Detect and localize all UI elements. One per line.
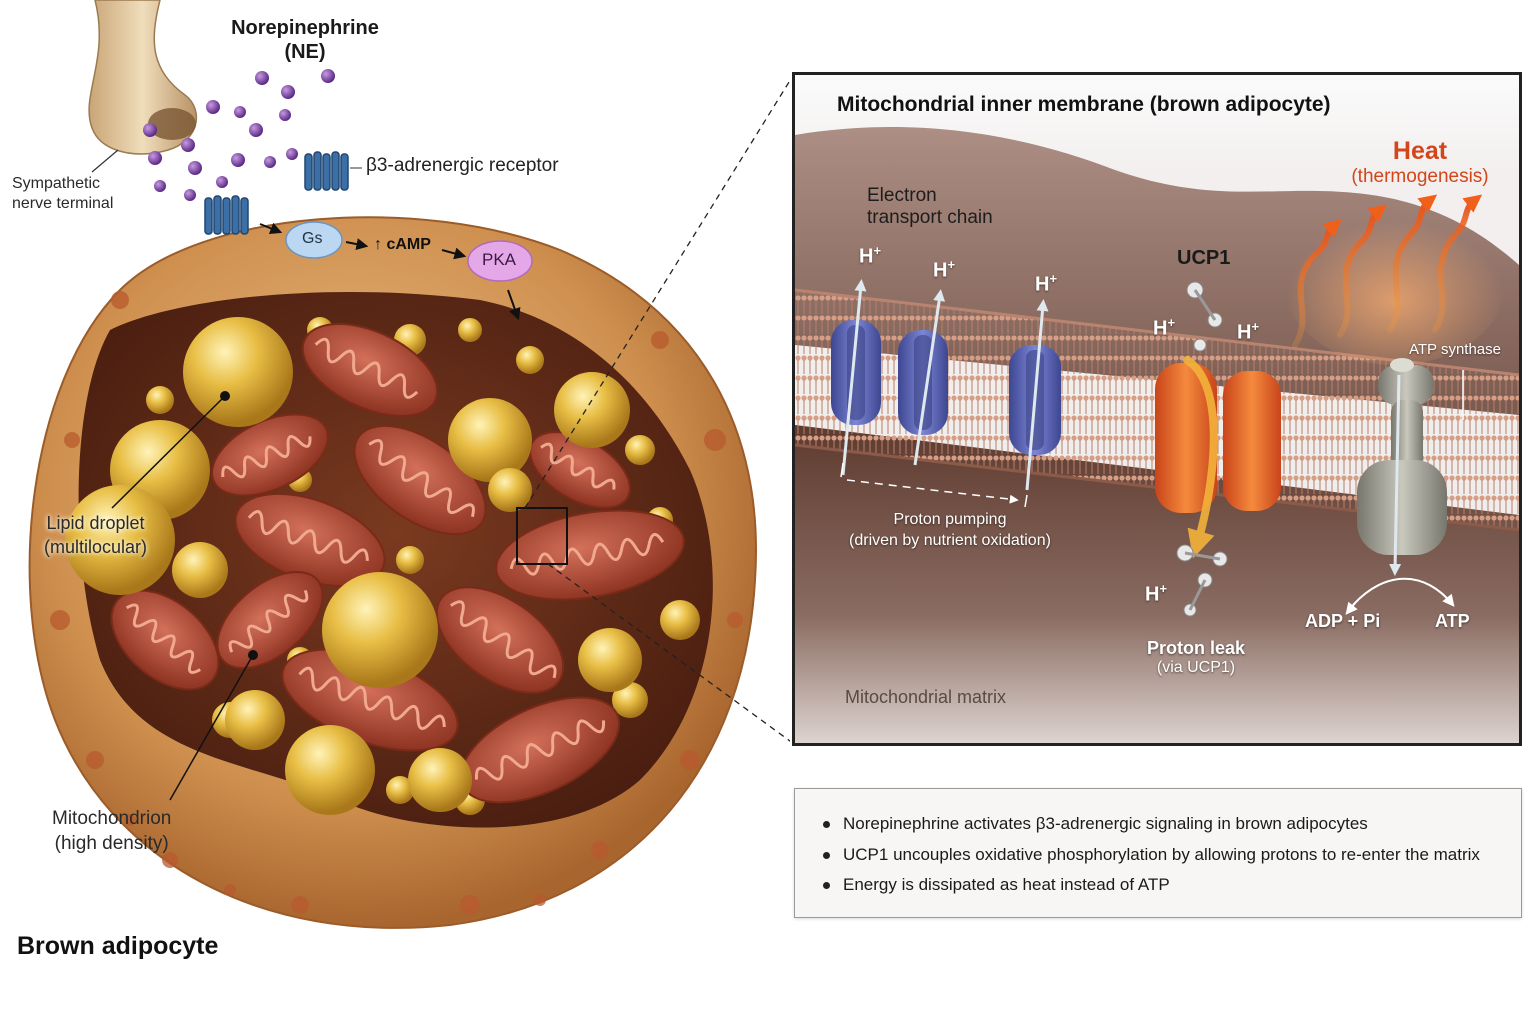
ne-abbr: (NE) xyxy=(284,41,326,63)
thermogenesis-label: (thermogenesis) xyxy=(1351,166,1489,187)
beta3-receptor-left xyxy=(204,195,249,235)
pumping-line2: (driven by nutrient oxidation) xyxy=(849,532,1051,549)
gs-label: Gs xyxy=(302,230,323,247)
etc-label: Electron transport chain xyxy=(867,185,993,229)
cell-title: Brown adipocyte xyxy=(17,932,219,960)
pka-protein xyxy=(467,240,533,282)
proton-6: H+ xyxy=(1145,581,1168,606)
adp-pi-label: ADP + Pi xyxy=(1305,611,1381,631)
lipid-label-line1: Lipid droplet xyxy=(46,513,145,533)
mito-label-line2: (high density) xyxy=(54,833,169,854)
summary-item: UCP1 uncouples oxidative phosphorylation… xyxy=(823,840,1521,871)
panel-title: Mitochondrial inner membrane (brown adip… xyxy=(837,93,1331,116)
ne-title: Norepinephrine xyxy=(231,17,379,39)
matrix-label: Mitochondrial matrix xyxy=(845,687,1007,707)
etc-label-line1: Electron xyxy=(867,185,937,206)
norepinephrine-molecules xyxy=(143,69,335,201)
brown-adipocyte-illustration xyxy=(28,0,790,929)
heat-label: Heat (thermogenesis) xyxy=(1345,137,1495,188)
mitochondrion-label: Mitochondrion (high density) xyxy=(52,806,171,856)
ucp1-protein xyxy=(1155,363,1281,513)
proton-4: H+ xyxy=(1153,315,1176,340)
etc-label-line2: transport chain xyxy=(867,207,993,228)
receptor-label: β3-adrenergic receptor xyxy=(366,155,559,176)
summary-item: Norepinephrine activates β3-adrenergic s… xyxy=(823,809,1521,840)
membrane-spots xyxy=(50,291,743,915)
large-lipid-droplets xyxy=(65,317,642,815)
pumping-line1: Proton pumping xyxy=(893,511,1007,528)
ucp1-label: UCP1 xyxy=(1177,247,1231,269)
lipid-droplet-label: Lipid droplet (multilocular) xyxy=(44,511,147,559)
mito-label-line1: Mitochondrion xyxy=(52,808,172,829)
zoom-box xyxy=(516,507,568,565)
membrane-detail-panel: Mitochondrial inner membrane (brown adip… xyxy=(792,72,1522,746)
atp-synthase-label: ATP synthase xyxy=(1409,341,1501,358)
atp-synthase xyxy=(1357,358,1447,555)
proton-2: H+ xyxy=(933,257,956,282)
nerve-label: Sympathetic nerve terminal xyxy=(12,174,113,214)
nerve-label-line2: nerve terminal xyxy=(12,195,114,212)
heat-arrows xyxy=(1292,194,1483,348)
etc-complex-1 xyxy=(831,320,881,425)
etc-complex-2 xyxy=(898,330,948,435)
nerve-label-line1: Sympathetic xyxy=(12,175,101,192)
heat-title: Heat xyxy=(1392,137,1448,165)
pka-label: PKA xyxy=(482,250,517,269)
lipid-label-line2: (multilocular) xyxy=(44,537,148,557)
proton-pumping-label: Proton pumping (driven by nutrient oxida… xyxy=(835,509,1065,551)
summary-box: Norepinephrine activates β3-adrenergic s… xyxy=(794,788,1522,918)
leak-line2: (via UCP1) xyxy=(1156,659,1236,676)
camp-label: ↑ cAMP xyxy=(374,236,431,253)
membrane-illustration xyxy=(795,75,1519,743)
ne-label: Norepinephrine (NE) xyxy=(224,16,386,64)
atp-label: ATP xyxy=(1435,611,1470,631)
proton-1: H+ xyxy=(859,243,882,268)
beta3-receptor-right xyxy=(304,151,349,191)
gs-protein xyxy=(285,221,343,259)
summary-item: Energy is dissipated as heat instead of … xyxy=(823,870,1521,901)
lipid-droplet-large xyxy=(183,317,293,427)
leak-line1: Proton leak xyxy=(1146,638,1246,658)
proton-leak-label: Proton leak (via UCP1) xyxy=(1135,638,1257,677)
proton-5: H+ xyxy=(1237,319,1260,344)
proton-3: H+ xyxy=(1035,271,1058,296)
summary-list: Norepinephrine activates β3-adrenergic s… xyxy=(795,789,1521,901)
